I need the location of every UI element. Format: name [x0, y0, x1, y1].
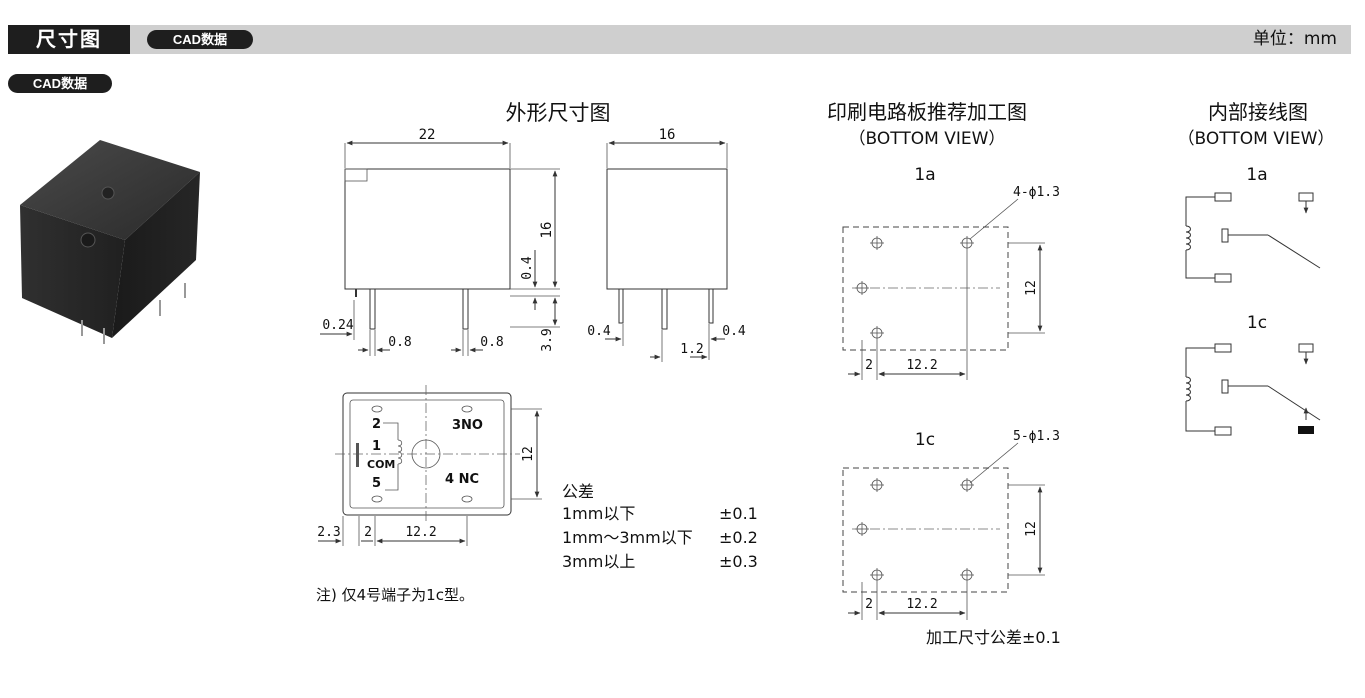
dim-08-right: 0.8	[480, 335, 503, 350]
tolerance-value-2: ±0.2	[719, 528, 758, 547]
pcb-1c-label: 1c	[915, 430, 935, 450]
pcb-title: 印刷电路板推荐加工图	[827, 100, 1027, 124]
pin-1: 1	[372, 439, 381, 454]
dim-width: 22	[419, 127, 436, 143]
terminal-note: 注) 仅4号端子为1c型。	[316, 586, 474, 604]
cad-data-badge[interactable]: CAD数据	[8, 74, 112, 93]
pin-com: COM	[367, 458, 395, 471]
dim-pin-length: 3.9	[540, 328, 555, 351]
page-title: 尺寸图	[8, 25, 130, 54]
dim-gap: 0.4	[520, 256, 535, 280]
pcb-tolerance: 加工尺寸公差±0.1	[926, 628, 1061, 647]
dim-bottom-12: 12	[521, 446, 536, 462]
tolerance-value-1: ±0.1	[719, 504, 758, 523]
dim-b2: 2	[364, 525, 372, 540]
pcb-1c-holes: 5-ϕ1.3	[1013, 429, 1060, 444]
dim-b122: 12.2	[405, 525, 436, 540]
wiring-1c: 1c	[1185, 313, 1321, 436]
pcb-1c: 1c 5-ϕ1.3 12 2 12.2	[842, 429, 1060, 620]
tolerance-range-1: 1mm以下	[562, 504, 635, 523]
tolerance-title: 公差	[562, 482, 594, 501]
dim-04-left: 0.4	[587, 324, 611, 339]
dim-height: 16	[539, 222, 555, 239]
wiring-1c-label: 1c	[1247, 313, 1267, 333]
wiring-title: 内部接线图	[1208, 100, 1308, 124]
pcb-1a-x2: 2	[865, 358, 873, 373]
pin-2: 2	[372, 417, 381, 432]
pin-3no: 3NO	[452, 418, 483, 433]
pcb-1c-height: 12	[1024, 521, 1039, 537]
front-view: 22 16 0.4 3.9 0.24 0.8 0.8	[320, 127, 560, 356]
pcb-view: （BOTTOM VIEW）	[849, 129, 1006, 149]
dim-depth: 16	[659, 127, 676, 143]
dim-23: 2.3	[317, 525, 340, 540]
tolerance-table: 公差 1mm以下 ±0.1 1mm～3mm以下 ±0.2 3mm以上 ±0.3	[562, 482, 758, 571]
tolerance-value-3: ±0.3	[719, 552, 758, 571]
dim-024: 0.24	[322, 318, 353, 333]
side-view: 16 0.4 0.4 1.2	[587, 127, 746, 362]
tolerance-range-3: 3mm以上	[562, 552, 635, 571]
dimension-title: 外形尺寸图	[506, 101, 611, 125]
pcb-1c-x122: 12.2	[906, 597, 937, 612]
pin-5: 5	[372, 476, 381, 491]
relay-photo	[20, 140, 200, 344]
dim-12: 1.2	[680, 342, 703, 357]
wiring-1a-label: 1a	[1246, 165, 1267, 185]
dim-04-right: 0.4	[722, 324, 746, 339]
pcb-1a-height: 12	[1024, 280, 1039, 296]
tolerance-range-2: 1mm～3mm以下	[562, 528, 693, 547]
wiring-view: （BOTTOM VIEW）	[1178, 129, 1335, 149]
pcb-1a: 1a 4-ϕ1.3 12 2 12.2	[842, 165, 1060, 380]
pcb-1c-x2: 2	[865, 597, 873, 612]
unit-label: 单位：mm	[1252, 29, 1337, 49]
header-bar: 尺寸图 CAD数据 单位：mm	[8, 25, 1351, 54]
pcb-1a-label: 1a	[914, 165, 935, 185]
pcb-1a-x122: 12.2	[906, 358, 937, 373]
dim-08-left: 0.8	[388, 335, 411, 350]
bottom-view: 2 1 COM 5 3NO 4 NC 12 2.3 2 12.2	[317, 385, 542, 546]
pcb-1a-holes: 4-ϕ1.3	[1013, 185, 1060, 200]
pin-4nc: 4 NC	[445, 472, 479, 487]
wiring-1a: 1a	[1185, 165, 1321, 283]
cad-data-tab[interactable]: CAD数据	[147, 30, 253, 49]
